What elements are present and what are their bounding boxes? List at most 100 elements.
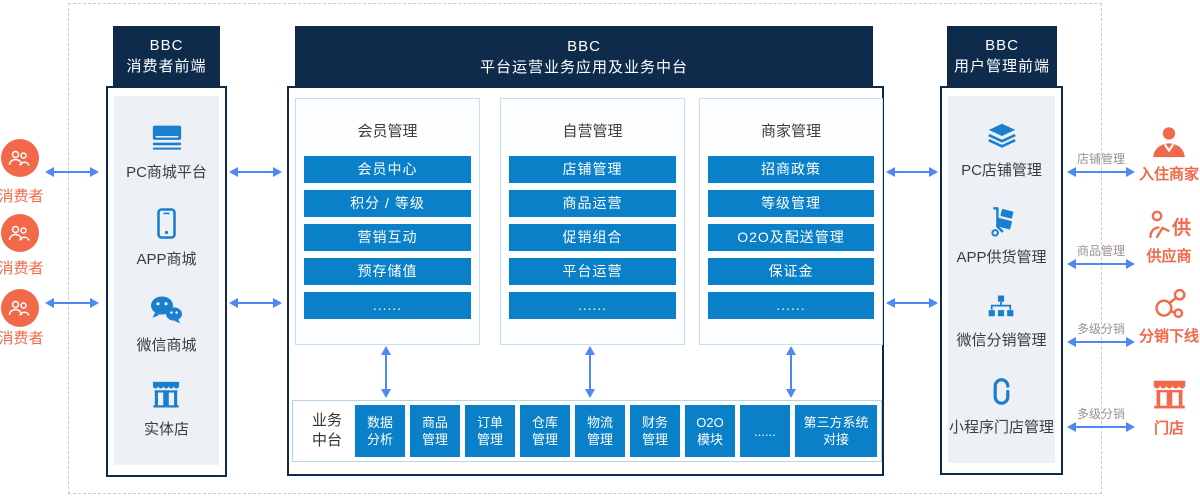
entity-label: 供应商 (1146, 248, 1192, 265)
midbox-product-management: 商品 管理 (410, 405, 460, 457)
shop-icon (1153, 380, 1185, 409)
front-item-physical-store: 实体店 (144, 381, 189, 439)
layers-icon (987, 123, 1016, 148)
mid-label-line1: 业务 (311, 412, 342, 429)
front-item-label: PC商城平台 (126, 164, 207, 181)
consumer-frontend-header: BBC 消费者前端 (113, 26, 220, 86)
midbox-line2: 管理 (531, 432, 558, 447)
consumer-label: 消费者 (0, 260, 44, 277)
double-arrow (1067, 167, 1135, 177)
front-item-label: APP供货管理 (956, 249, 1047, 267)
module-button: ...... (708, 292, 874, 319)
double-arrow (1067, 259, 1135, 269)
header-line2: 消费者前端 (126, 58, 207, 75)
module-button: O2O及配送管理 (708, 224, 874, 251)
midbox-line2: 管理 (476, 432, 503, 447)
module-button: 平台运营 (509, 258, 676, 285)
module-button: ...... (509, 292, 676, 319)
front-item-label: APP商城 (136, 251, 197, 268)
module-merchant-management: 商家管理 招商政策 等级管理 O2O及配送管理 保证金 ...... (699, 98, 883, 345)
consumer-avatar (1, 139, 39, 177)
merchant-icon (1153, 127, 1185, 158)
module-button: 会员中心 (304, 156, 471, 183)
midbox-order-management: 订单 管理 (465, 405, 515, 457)
people-group-icon (8, 225, 30, 241)
midbox-line1: O2O (696, 415, 724, 430)
arrow-label: 多级分销 (1076, 407, 1125, 421)
consumer-label: 消费者 (0, 188, 44, 205)
midbox-line1: 商品 (421, 415, 448, 430)
physical-store-icon (153, 381, 180, 408)
double-arrow (381, 346, 391, 398)
double-arrow (886, 167, 938, 177)
module-button: 店铺管理 (509, 156, 676, 183)
arrow-label: 多级分销 (1076, 322, 1125, 336)
front-item-label: 小程序门店管理 (948, 418, 1054, 436)
consumer-avatar (1, 214, 39, 252)
entity-merchant: 入住商家 (1136, 125, 1200, 184)
midbox-third-party-integration: 第三方系统 对接 (795, 405, 877, 457)
entity-label: 分销下线 (1138, 328, 1199, 345)
midbox-line1: 第三方系统 (803, 415, 869, 430)
middle-platform-label: 业务 中台 (310, 411, 344, 451)
module-button: 招商政策 (708, 156, 874, 183)
user-frontend-header: BBC 用户管理前端 (947, 26, 1057, 86)
pc-mall-icon (152, 125, 181, 150)
midbox-data-analysis: 数据 分析 (355, 405, 405, 457)
supplier-icon: 供 (1147, 210, 1191, 240)
midbox-line2: 模块 (696, 432, 723, 447)
user-frontend-panel: PC店铺管理 APP供货管理 (948, 96, 1055, 463)
module-button: ...... (304, 292, 471, 319)
front-item-label: 微信商城 (136, 337, 197, 354)
midbox-line1: 数据 (366, 415, 393, 430)
midbox-line1: 仓库 (531, 415, 558, 430)
midbox-ellipsis: ...... (740, 405, 790, 457)
midbox-o2o-module: O2O 模块 (685, 405, 735, 457)
consumer-avatar (1, 289, 39, 327)
supplier-person-icon (1149, 210, 1170, 239)
app-mall-icon (157, 208, 176, 239)
double-arrow (585, 346, 595, 398)
module-self-operation: 自营管理 店铺管理 商品运营 促销组合 平台运营 ...... (500, 98, 685, 345)
double-arrow (45, 298, 99, 308)
module-title: 会员管理 (357, 123, 418, 140)
module-button: 预存储值 (304, 258, 471, 285)
midbox-finance-management: 财务 管理 (630, 405, 680, 457)
entity-label: 门店 (1153, 420, 1184, 437)
front-item-miniprogram-store: 小程序门店管理 (949, 376, 1054, 437)
midbox-line1: 财务 (641, 415, 668, 430)
arrow-label: 商品管理 (1076, 244, 1125, 258)
midbox-line2: 管理 (421, 432, 448, 447)
double-arrow (229, 298, 282, 308)
consumer-label: 消费者 (0, 330, 44, 347)
front-item-pc-mall: PC商城平台 (126, 122, 207, 182)
header-line1: BBC (985, 37, 1019, 54)
front-item-wechat-distribution: 微信分销管理 (956, 294, 1047, 350)
midbox-line1: 物流 (586, 415, 613, 430)
module-button: 促销组合 (509, 224, 676, 251)
entity-distributor: 分销下线 (1136, 287, 1200, 346)
double-arrow (1067, 422, 1135, 432)
people-group-icon (8, 150, 30, 166)
midbox-line2: 对接 (822, 432, 849, 447)
module-button: 营销互动 (304, 224, 471, 251)
module-title: 商家管理 (760, 123, 821, 140)
trolley-icon (991, 207, 1014, 238)
supplier-icon-char: 供 (1171, 218, 1191, 239)
middle-platform-row: 业务 中台 数据 分析 商品 管理 订单 管理 仓库 管理 物流 管理 财务 管… (292, 400, 882, 462)
midbox-line1: 订单 (476, 415, 503, 430)
front-item-app-supply: APP供货管理 (956, 206, 1047, 267)
front-item-label: 实体店 (143, 421, 189, 438)
consumer-frontend-card: PC商城平台 APP商城 (106, 86, 227, 477)
arrow-label: 店铺管理 (1076, 152, 1125, 166)
consumer-frontend-panel: PC商城平台 APP商城 (114, 96, 219, 465)
double-arrow (886, 298, 938, 308)
midbox-line2: 分析 (366, 432, 393, 447)
module-button: 商品运营 (509, 190, 676, 217)
double-arrow (1067, 337, 1135, 347)
entity-store: 门店 (1136, 379, 1200, 438)
module-button: 等级管理 (708, 190, 874, 217)
midbox-logistics-management: 物流 管理 (575, 405, 625, 457)
share-icon (1154, 288, 1186, 319)
